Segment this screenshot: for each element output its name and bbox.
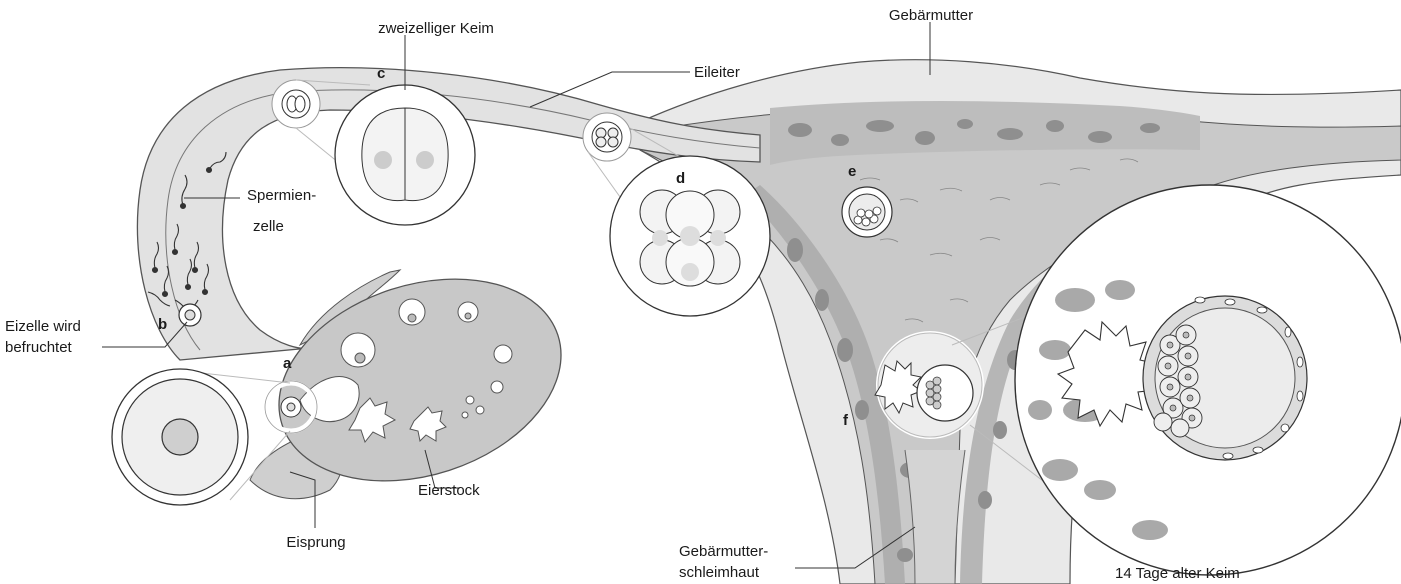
blastocyst-e bbox=[842, 187, 892, 237]
fertilized-egg-b bbox=[179, 304, 201, 326]
implanted-embryo-zoom bbox=[1015, 185, 1401, 575]
label-eileiter: Eileiter bbox=[694, 64, 740, 81]
label-eizelle-2: befruchtet bbox=[5, 339, 73, 356]
letter-e: e bbox=[848, 163, 856, 180]
label-schleimhaut-2: schleimhaut bbox=[679, 564, 760, 581]
letter-a: a bbox=[283, 355, 292, 372]
letter-b: b bbox=[158, 316, 167, 333]
letter-c: c bbox=[377, 65, 385, 82]
label-eisprung: Eisprung bbox=[286, 534, 345, 551]
label-eizelle-1: Eizelle wird bbox=[5, 318, 81, 335]
label-keim14: 14 Tage alter Keim bbox=[1115, 565, 1240, 582]
letter-d: d bbox=[676, 170, 685, 187]
label-zweizellig: zweizelliger Keim bbox=[378, 20, 494, 37]
label-spermien-2: zelle bbox=[253, 218, 284, 235]
label-spermien-1: Spermien- bbox=[247, 187, 316, 204]
label-eierstock: Eierstock bbox=[418, 482, 480, 499]
label-schleimhaut-1: Gebärmutter- bbox=[679, 543, 768, 560]
label-gebaermutter: Gebärmutter bbox=[889, 7, 973, 24]
